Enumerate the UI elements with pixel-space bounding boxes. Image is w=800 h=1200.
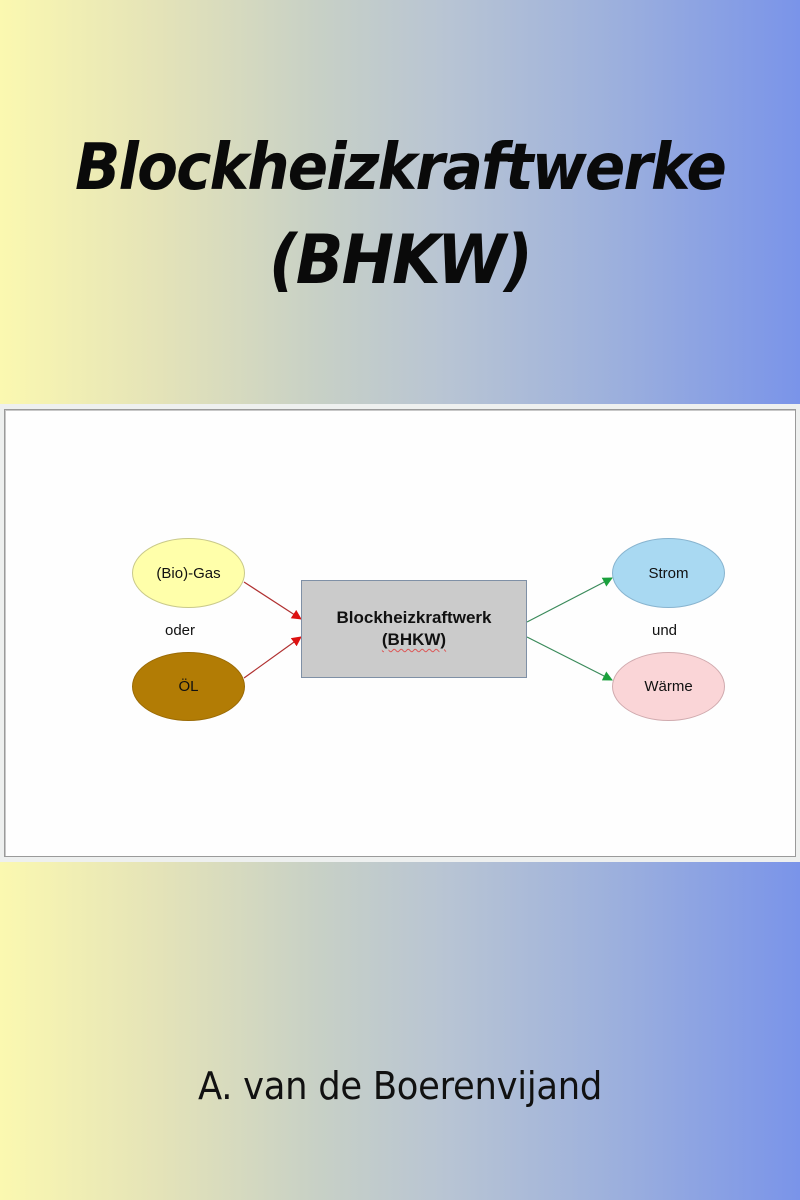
bhkw-box-title: Blockheizkraftwerk <box>336 608 492 627</box>
input-node-biogas-label: (Bio)-Gas <box>156 564 221 582</box>
input-node-biogas: (Bio)-Gas <box>132 538 245 608</box>
bhkw-center-box: Blockheizkraftwerk (BHKW) <box>301 580 527 678</box>
output-node-strom: Strom <box>612 538 725 608</box>
input-node-oel-label: ÖL <box>178 678 199 695</box>
book-title-line-1: Blockheizkraftwerke <box>75 131 727 205</box>
bhkw-box-abbreviation: (BHKW) <box>381 630 447 649</box>
output-node-waerme-label: Wärme <box>644 678 693 695</box>
author-name: A. van de Boerenvijand <box>197 1064 603 1108</box>
outputs-connector-label: und <box>652 622 678 639</box>
inputs-connector-label: oder <box>165 622 196 639</box>
output-node-strom-label: Strom <box>648 564 689 582</box>
input-node-oel: ÖL <box>132 652 245 721</box>
output-node-waerme: Wärme <box>612 652 725 721</box>
book-title-line-2: (BHKW) <box>269 221 533 300</box>
